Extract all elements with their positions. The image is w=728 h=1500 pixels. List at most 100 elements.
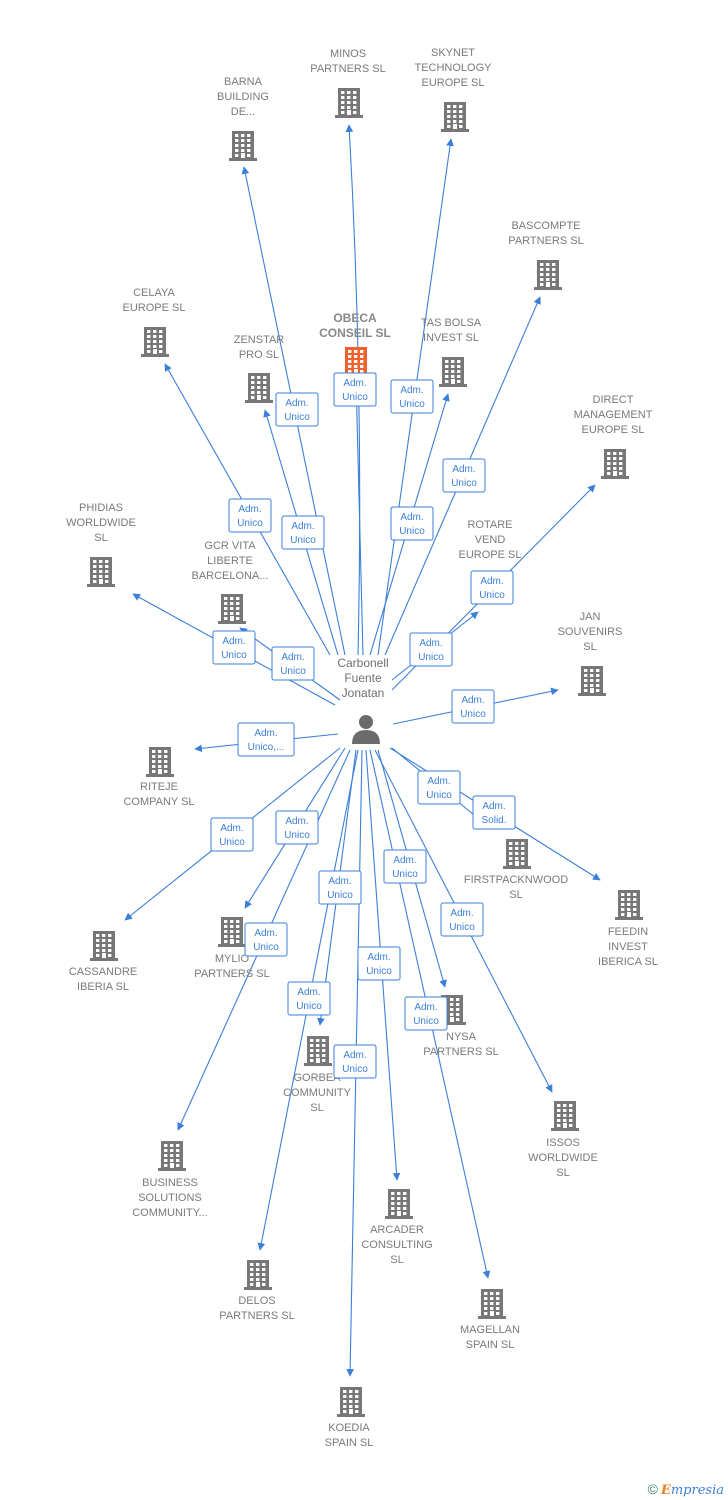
company-name-line: ISSOS bbox=[546, 1137, 580, 1149]
edge-role-text: Adm. bbox=[297, 987, 320, 998]
company-node-gcr[interactable]: GCR VITALIBERTEBARCELONA... bbox=[191, 540, 269, 624]
company-name-line: VEND bbox=[475, 534, 506, 546]
company-node-business[interactable]: BUSINESSSOLUTIONSCOMMUNITY... bbox=[132, 1141, 208, 1219]
company-name-line: PARTNERS SL bbox=[194, 968, 269, 980]
edge-role-label: Adm.Unico bbox=[442, 458, 486, 493]
edge-role-text: Adm. bbox=[419, 638, 442, 649]
edge-role-text: Unico bbox=[237, 518, 263, 529]
building-icon bbox=[385, 1189, 413, 1219]
building-icon bbox=[534, 260, 562, 290]
edge-role-text: Adm. bbox=[281, 652, 304, 663]
company-name-line: SL bbox=[556, 1167, 569, 1179]
edge-role-text: Adm. bbox=[400, 385, 423, 396]
company-name-line: OBECA bbox=[333, 311, 377, 325]
company-name-line: CELAYA bbox=[133, 287, 175, 299]
edge-role-text: Solid. bbox=[481, 815, 506, 826]
company-name-line: ROTARE bbox=[467, 519, 512, 531]
company-name-line: CONSEIL SL bbox=[319, 326, 391, 340]
company-name-line: INVEST SL bbox=[423, 332, 479, 344]
edge-role-text: Unico bbox=[366, 966, 392, 977]
edge-role-text: Unico bbox=[399, 399, 425, 410]
building-icon bbox=[218, 917, 246, 947]
company-name-line: TECHNOLOGY bbox=[414, 62, 492, 74]
building-icon bbox=[141, 327, 169, 357]
company-name-line: GCR VITA bbox=[204, 540, 256, 552]
edge-role-text: Unico bbox=[392, 869, 418, 880]
company-name-line: FEEDIN bbox=[608, 926, 648, 938]
company-name-line: COMMUNITY bbox=[283, 1087, 351, 1099]
building-icon bbox=[229, 131, 257, 161]
company-name-line: NYSA bbox=[446, 1031, 477, 1043]
company-name-line: SPAIN SL bbox=[466, 1339, 515, 1351]
edge-role-label: Adm.Unico bbox=[333, 1044, 377, 1079]
building-icon bbox=[146, 747, 174, 777]
building-icon bbox=[245, 373, 273, 403]
company-name-line: ZENSTAR bbox=[234, 334, 285, 346]
edge-role-text: Adm. bbox=[427, 776, 450, 787]
company-node-barna[interactable]: BARNABUILDINGDE... bbox=[217, 76, 269, 161]
edge-role-label: Adm.Unico bbox=[417, 770, 461, 805]
edge-role-text: Adm. bbox=[480, 576, 503, 587]
building-icon bbox=[551, 1101, 579, 1131]
company-name-line: EUROPE SL bbox=[123, 302, 186, 314]
company-name-line: EUROPE SL bbox=[459, 549, 522, 561]
company-node-celaya[interactable]: CELAYA EUROPE SL bbox=[123, 287, 186, 357]
edge-role-label: Adm.Unico bbox=[212, 630, 256, 665]
edge-role-text: Unico bbox=[219, 837, 245, 848]
company-name-line: DE... bbox=[231, 106, 255, 118]
footer-brand: ©Empresia bbox=[648, 1481, 724, 1498]
company-name-line: DIRECT bbox=[593, 394, 634, 406]
company-name-line: SL bbox=[390, 1254, 403, 1266]
building-icon bbox=[158, 1141, 186, 1171]
building-icon bbox=[337, 1387, 365, 1417]
edge-role-label: Adm. Unico bbox=[271, 646, 315, 681]
company-name-line: BASCOMPTE bbox=[511, 220, 580, 232]
company-name-line: SL bbox=[310, 1102, 323, 1114]
edge-role-text: Unico bbox=[460, 709, 486, 720]
edge-role-text: Unico bbox=[280, 666, 306, 677]
edge-role-text: Adm. bbox=[285, 816, 308, 827]
brand-initial: E bbox=[660, 1483, 671, 1498]
edge-role-label: Adm.Unico bbox=[281, 515, 325, 550]
building-icon bbox=[503, 839, 531, 869]
company-name-line: ARCADER bbox=[370, 1224, 424, 1236]
building-icon bbox=[218, 594, 246, 624]
building-icon bbox=[601, 449, 629, 479]
edge-role-text: Adm. bbox=[414, 1002, 437, 1013]
company-name-line: COMPANY SL bbox=[123, 796, 194, 808]
edge-role-label: Adm.Unico bbox=[390, 506, 434, 541]
company-name-line: DELOS bbox=[238, 1295, 275, 1307]
edge-role-text: Adm. bbox=[343, 378, 366, 389]
edge-role-text: Adm. bbox=[328, 876, 351, 887]
edge-role-text: Unico bbox=[399, 526, 425, 537]
edge-role-label: Adm.Unico bbox=[275, 392, 319, 427]
edge-role-text: Adm. bbox=[461, 695, 484, 706]
company-name-line: MANAGEMENT bbox=[574, 409, 653, 421]
edge-role-text: Adm. bbox=[450, 908, 473, 919]
edge-role-text: Adm. bbox=[254, 928, 277, 939]
edge-role-label: Adm.Unico bbox=[287, 981, 331, 1016]
company-name-line: IBERIA SL bbox=[77, 981, 129, 993]
